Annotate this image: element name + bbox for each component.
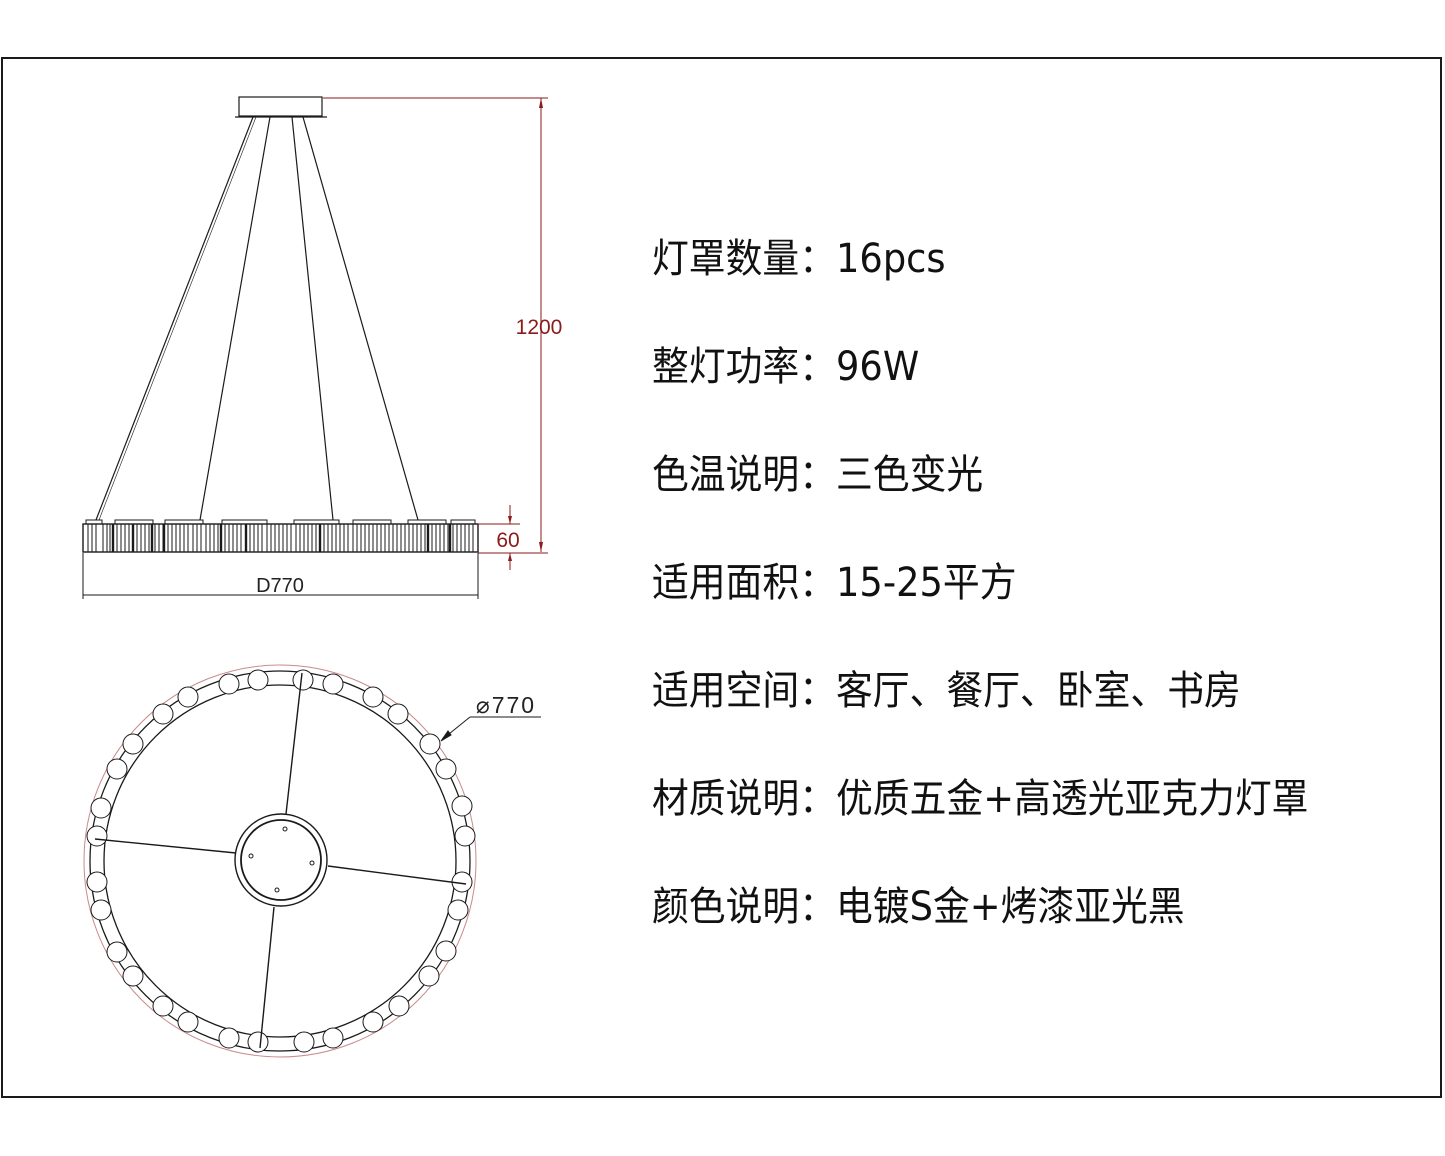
spec-separator: ： (799, 560, 836, 606)
center-hub-inner (240, 819, 322, 901)
spec-separator: ： (799, 668, 836, 714)
mounting-holes (248, 826, 315, 893)
spec-value: 三色变光 (836, 452, 984, 498)
spec-label: 适用空间 (652, 668, 800, 714)
ring-inner-edge (103, 684, 457, 1038)
spec-row-applicable-space: 适用空间：客厅、餐厅、卧室、书房 (652, 658, 1241, 716)
side-view (82, 96, 479, 553)
suspension-cable (199, 116, 271, 521)
ring-body (82, 523, 479, 553)
height-dimension (323, 97, 548, 570)
center-hub-outer (234, 813, 328, 907)
spokes (94, 672, 467, 1049)
spec-value: 15-25平方 (836, 560, 1017, 606)
spec-label: 适用面积 (652, 560, 800, 606)
spec-separator: ： (799, 236, 836, 282)
spec-row-color: 颜色说明：电镀S金+烤漆亚光黑 (652, 874, 1185, 932)
spec-separator: ： (799, 884, 836, 930)
shade-links (86, 669, 476, 1053)
top-diameter-dimension-label: ⌀770 (476, 692, 536, 718)
width-dimension (82, 553, 479, 599)
suspension-cable (291, 116, 334, 521)
spec-row-material: 材质说明：优质五金+高透光亚克力灯罩 (652, 766, 1308, 824)
diameter-leader (440, 716, 541, 742)
outer-diameter-circle (83, 664, 477, 1058)
spec-value: 电镀S金+烤漆亚光黑 (836, 884, 1185, 930)
ring-height-dimension-label: 60 (496, 529, 519, 552)
diameter-dimension-label: D770 (256, 575, 304, 597)
ring-stripes (87, 524, 474, 552)
ceiling-canopy (238, 96, 323, 117)
spec-value: 客厅、餐厅、卧室、书房 (836, 668, 1241, 714)
spec-separator: ： (799, 776, 836, 822)
spec-label: 整灯功率 (652, 344, 800, 390)
suspension-cable (95, 116, 254, 521)
spec-separator: ： (799, 452, 836, 498)
spec-row-color-temperature: 色温说明：三色变光 (652, 442, 983, 500)
ring-outer-edge (89, 670, 471, 1052)
spec-row-shade-count: 灯罩数量：16pcs (652, 226, 946, 284)
top-view (83, 664, 541, 1058)
spec-row-total-power: 整灯功率：96W (652, 334, 919, 392)
height-dimension-label: 1200 (516, 316, 563, 339)
spec-value: 96W (836, 344, 920, 390)
spec-label: 材质说明 (652, 776, 800, 822)
spec-label: 颜色说明 (652, 884, 800, 930)
spec-separator: ： (799, 344, 836, 390)
spec-label: 灯罩数量 (652, 236, 800, 282)
spec-value: 16pcs (836, 236, 946, 282)
spec-label: 色温说明 (652, 452, 800, 498)
spec-value: 优质五金+高透光亚克力灯罩 (836, 776, 1309, 822)
drawing-frame (1, 57, 1442, 1098)
suspension-cable (302, 116, 419, 521)
spec-row-applicable-area: 适用面积：15-25平方 (652, 550, 1017, 608)
